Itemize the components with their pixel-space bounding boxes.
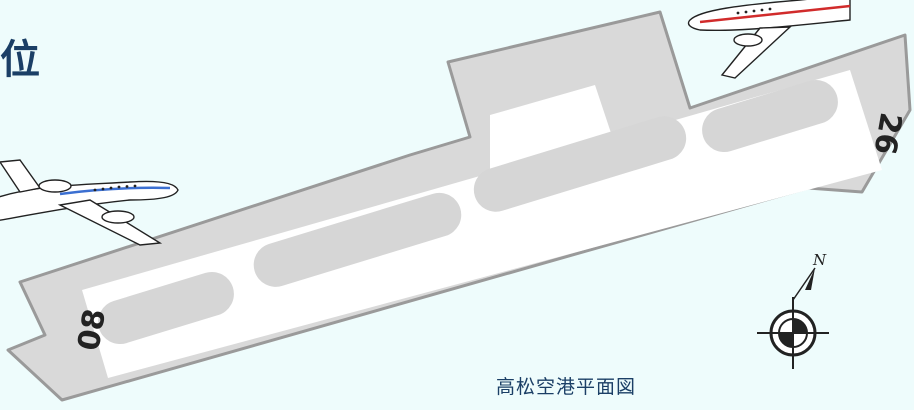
- compass-needle: [792, 267, 816, 301]
- compass-arrow-icon: [805, 268, 815, 290]
- map-title-fragment: 位: [0, 37, 40, 83]
- runway-label-08: 08: [71, 306, 113, 353]
- runway-segment-4: [702, 79, 838, 153]
- runway-segment-1: [98, 271, 234, 345]
- compass-quadrant-sw: [779, 333, 793, 347]
- compass: N: [757, 251, 829, 369]
- compass-north-label: N: [812, 251, 827, 269]
- aircraft-left-icon: [0, 159, 179, 246]
- runway-segment-3: [473, 116, 687, 212]
- map-caption: 高松空港平面図: [496, 376, 637, 398]
- runway-segment-2: [253, 192, 462, 287]
- runway-segments: [98, 79, 838, 345]
- compass-quadrant-ne: [793, 319, 807, 333]
- aircraft-right-icon: [687, 0, 851, 79]
- runway-label-26: 26: [866, 110, 908, 157]
